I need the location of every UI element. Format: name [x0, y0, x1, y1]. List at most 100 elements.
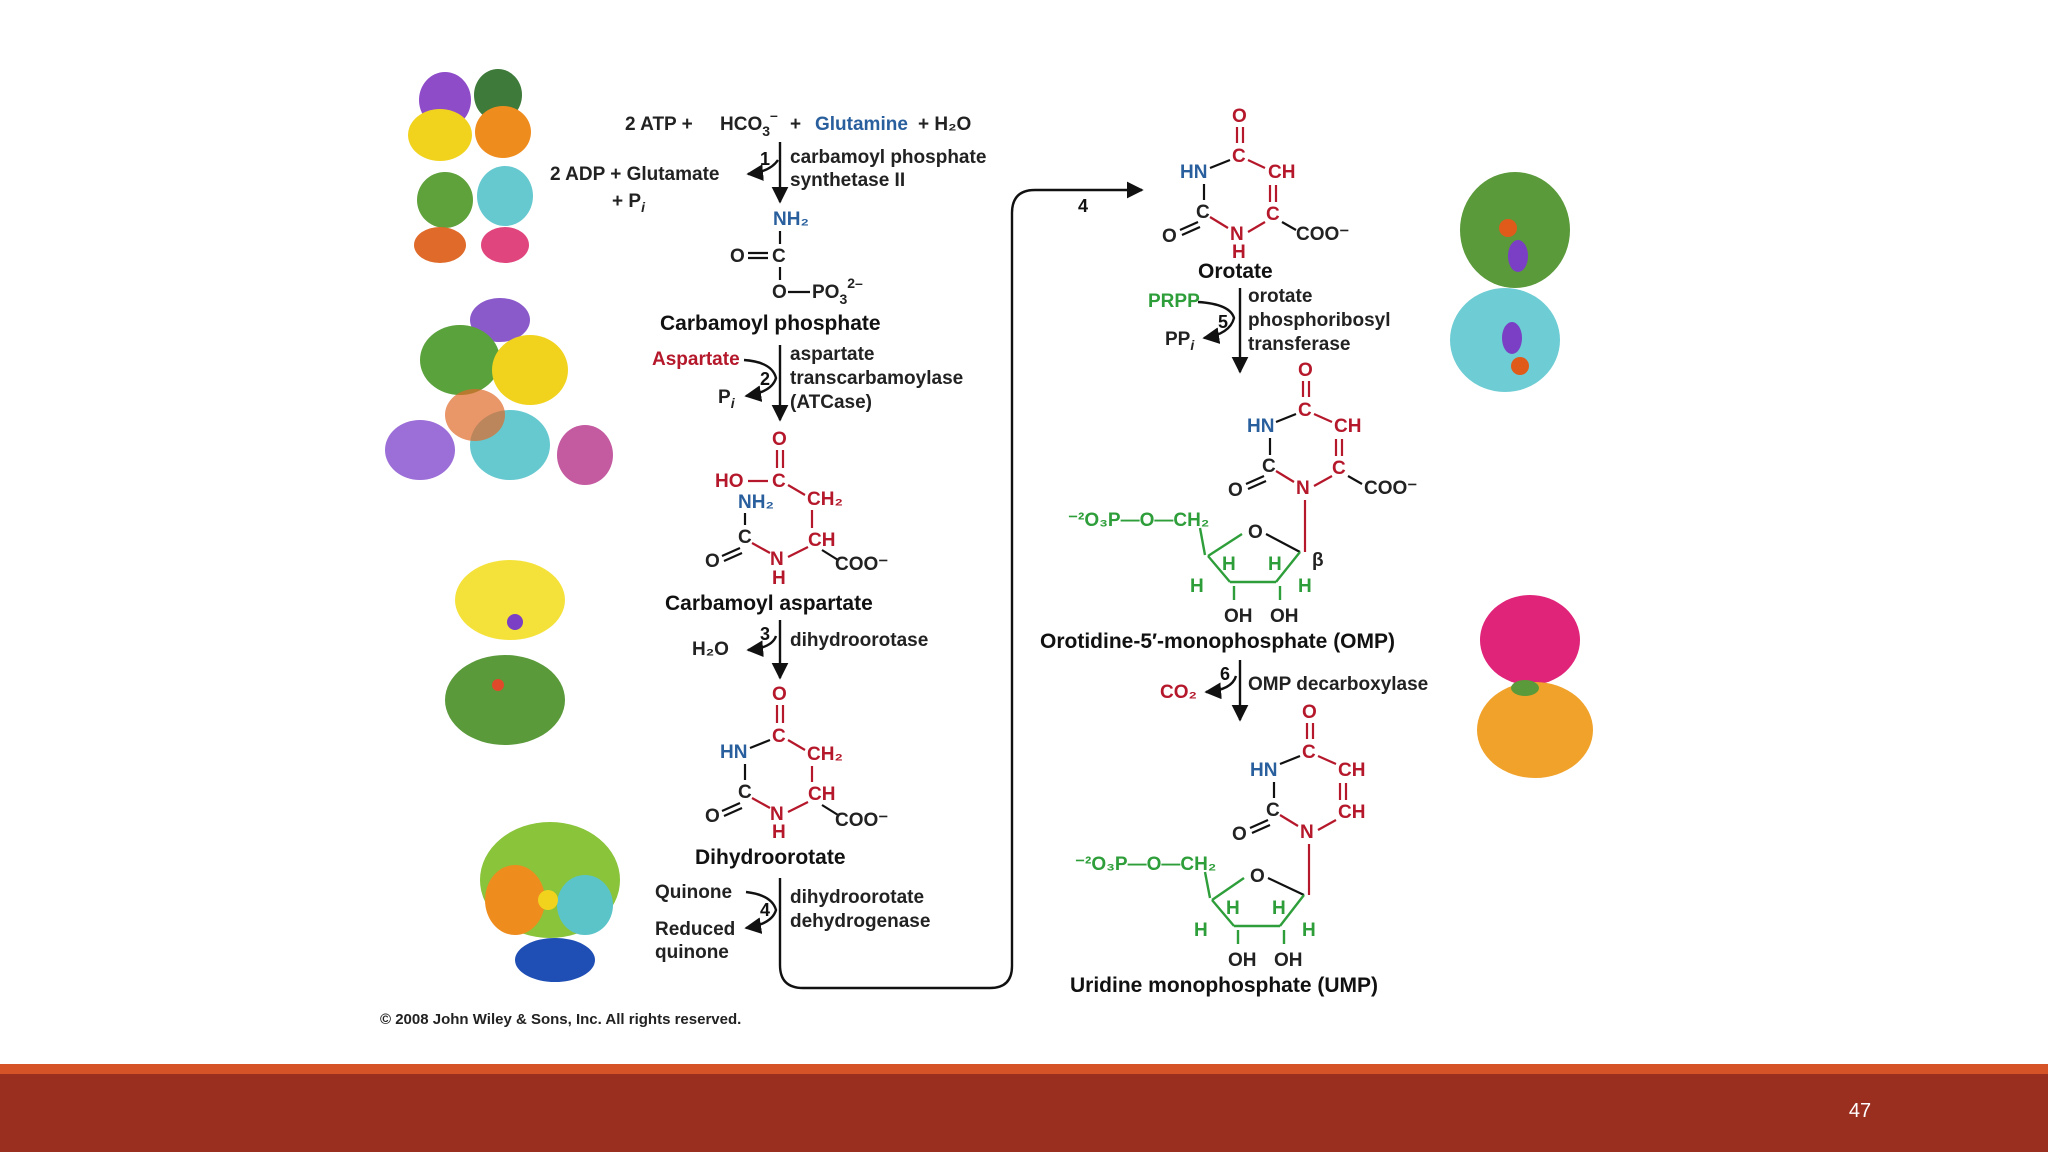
glutamine-text: Glutamine: [815, 114, 908, 135]
svg-text:O: O: [1232, 824, 1247, 845]
dho-ch2: CH₂: [807, 744, 843, 765]
step2-enzyme-line1: aspartate: [790, 344, 875, 365]
protein-image-cps: [408, 69, 533, 263]
step3-enzyme: dihydroorotase: [790, 630, 928, 651]
cp-o: O: [730, 246, 745, 267]
ca-ch: CH: [808, 530, 835, 551]
svg-text:H: H: [1268, 554, 1282, 575]
svg-text:O: O: [1162, 226, 1177, 247]
step3-side-arrow: [746, 635, 778, 658]
svg-text:O: O: [1248, 522, 1263, 543]
footer-accent-strip: [0, 1064, 2048, 1074]
step1-products: 2 ADP + Glutamate + Pi: [550, 164, 719, 215]
aspartate-text: Aspartate: [652, 349, 740, 370]
svg-text:H: H: [1232, 242, 1246, 263]
svg-text:O: O: [705, 806, 720, 827]
ump-ch1: CH: [1338, 760, 1365, 781]
step4-enzyme-line1: dihydroorotate: [790, 887, 924, 908]
ump-ch2: CH: [1338, 802, 1365, 823]
step3-number: 3: [760, 624, 770, 644]
svg-text:N: N: [1300, 822, 1314, 843]
step2-enzyme-line3: (ATCase): [790, 392, 872, 413]
carbamoyl-aspartate-label: Carbamoyl aspartate: [665, 592, 873, 615]
dihydroorotate-label: Dihydroorotate: [695, 846, 846, 869]
svg-text:N: N: [770, 804, 784, 825]
page-number: 47: [1848, 1100, 1872, 1122]
cp-c: C: [772, 246, 786, 267]
dho-hn: HN: [720, 742, 747, 763]
step5-enzyme-line1: orotate: [1248, 286, 1312, 307]
step1-enzyme-line1: carbamoyl phosphate: [790, 147, 986, 168]
step1-side-arrow: [746, 159, 779, 181]
step2-number: 2: [760, 369, 770, 389]
svg-text:H: H: [1194, 920, 1208, 941]
ump-phosphate: ⁻²O₃P—O—CH₂: [1075, 854, 1216, 875]
carbamoyl-phosphate-label: Carbamoyl phosphate: [660, 312, 881, 335]
omp-ch: CH: [1334, 416, 1361, 437]
protein-image-dihydroorotase: [445, 560, 565, 745]
dihydroorotate-structure: O C HN CH₂ C CH O N H COO⁻: [705, 684, 888, 843]
svg-text:C: C: [1196, 202, 1210, 223]
step6-enzyme: OMP decarboxylase: [1248, 674, 1428, 695]
svg-text:H: H: [772, 822, 786, 843]
step4-connector-arrow: [778, 181, 1144, 990]
orotate-label: Orotate: [1198, 260, 1273, 283]
prpp-text: PRPP: [1148, 291, 1200, 312]
svg-text:C: C: [772, 726, 786, 747]
step5-number: 5: [1218, 312, 1228, 332]
omp-label: Orotidine-5′-monophosphate (OMP): [1040, 630, 1395, 653]
step4-side-arrow: [744, 890, 778, 934]
step1-reactants: 2 ATP + HCO3– + Glutamine + H₂O: [625, 107, 971, 139]
ump-structure: O C HN CH C CH O N ⁻²O₃P—O—CH₂ O H H H H…: [1075, 702, 1365, 971]
protein-image-oprt: [1450, 172, 1570, 392]
svg-text:C: C: [1298, 400, 1312, 421]
ca-coo: COO⁻: [835, 554, 888, 575]
carbamoyl-aspartate-structure: O HO C CH₂ NH₂ CH C O N H COO⁻: [705, 429, 888, 589]
step2-enzyme-line2: transcarbamoylase: [790, 368, 963, 389]
protein-image-dhodh: [480, 822, 620, 982]
svg-text:OH: OH: [1224, 606, 1253, 627]
step4-connector-number: 4: [1078, 196, 1088, 216]
pi-text: + Pi: [612, 191, 646, 215]
atp-text: 2 ATP +: [625, 114, 693, 135]
protein-image-ompdc: [1477, 595, 1593, 778]
hco3-text: HCO3–: [720, 107, 778, 139]
svg-text:N: N: [1296, 478, 1310, 499]
svg-text:C: C: [1266, 800, 1280, 821]
svg-text:O: O: [705, 551, 720, 572]
step5-side-arrow: [1197, 300, 1236, 344]
copyright-text: © 2008 John Wiley & Sons, Inc. All right…: [380, 1011, 741, 1028]
pyrimidine-synthesis-diagram: 2 ATP + HCO3– + Glutamine + H₂O 2 ADP + …: [380, 69, 1593, 1028]
orotate-structure: O C HN CH C C O N H COO⁻: [1162, 106, 1349, 263]
co2-text: CO₂: [1160, 682, 1197, 703]
ump-label: Uridine monophosphate (UMP): [1070, 974, 1378, 997]
water-text: + H₂O: [918, 114, 971, 135]
svg-text:OH: OH: [1270, 606, 1299, 627]
quinone-text: Quinone: [655, 882, 732, 903]
svg-text:C: C: [1232, 146, 1246, 167]
omp-hn: HN: [1247, 416, 1274, 437]
step6-side-arrow: [1204, 675, 1238, 700]
dho-coo: COO⁻: [835, 810, 888, 831]
svg-text:C: C: [1266, 204, 1280, 225]
omp-structure: O C HN CH C C O N COO⁻ ⁻²O₃P—O—CH₂ O H H…: [1068, 360, 1417, 627]
step5-enzyme-line3: transferase: [1248, 334, 1350, 355]
svg-text:H: H: [1190, 576, 1204, 597]
step1-enzyme-line2: synthetase II: [790, 170, 905, 191]
svg-text:H: H: [1302, 920, 1316, 941]
ca-nh2: NH₂: [738, 492, 774, 513]
svg-text:O: O: [1250, 866, 1265, 887]
omp-phosphate: ⁻²O₃P—O—CH₂: [1068, 510, 1209, 531]
dho-ch: CH: [808, 784, 835, 805]
svg-text:H: H: [1226, 898, 1240, 919]
svg-text:C: C: [738, 782, 752, 803]
svg-text:H: H: [1298, 576, 1312, 597]
cp-nh2: NH₂: [773, 209, 809, 230]
svg-text:C: C: [1262, 456, 1276, 477]
footer-bar: [0, 1074, 2048, 1152]
svg-text:N: N: [770, 549, 784, 570]
ppi-text: PPi: [1165, 329, 1195, 353]
orotate-ch: CH: [1268, 162, 1295, 183]
svg-text:OH: OH: [1228, 950, 1257, 971]
